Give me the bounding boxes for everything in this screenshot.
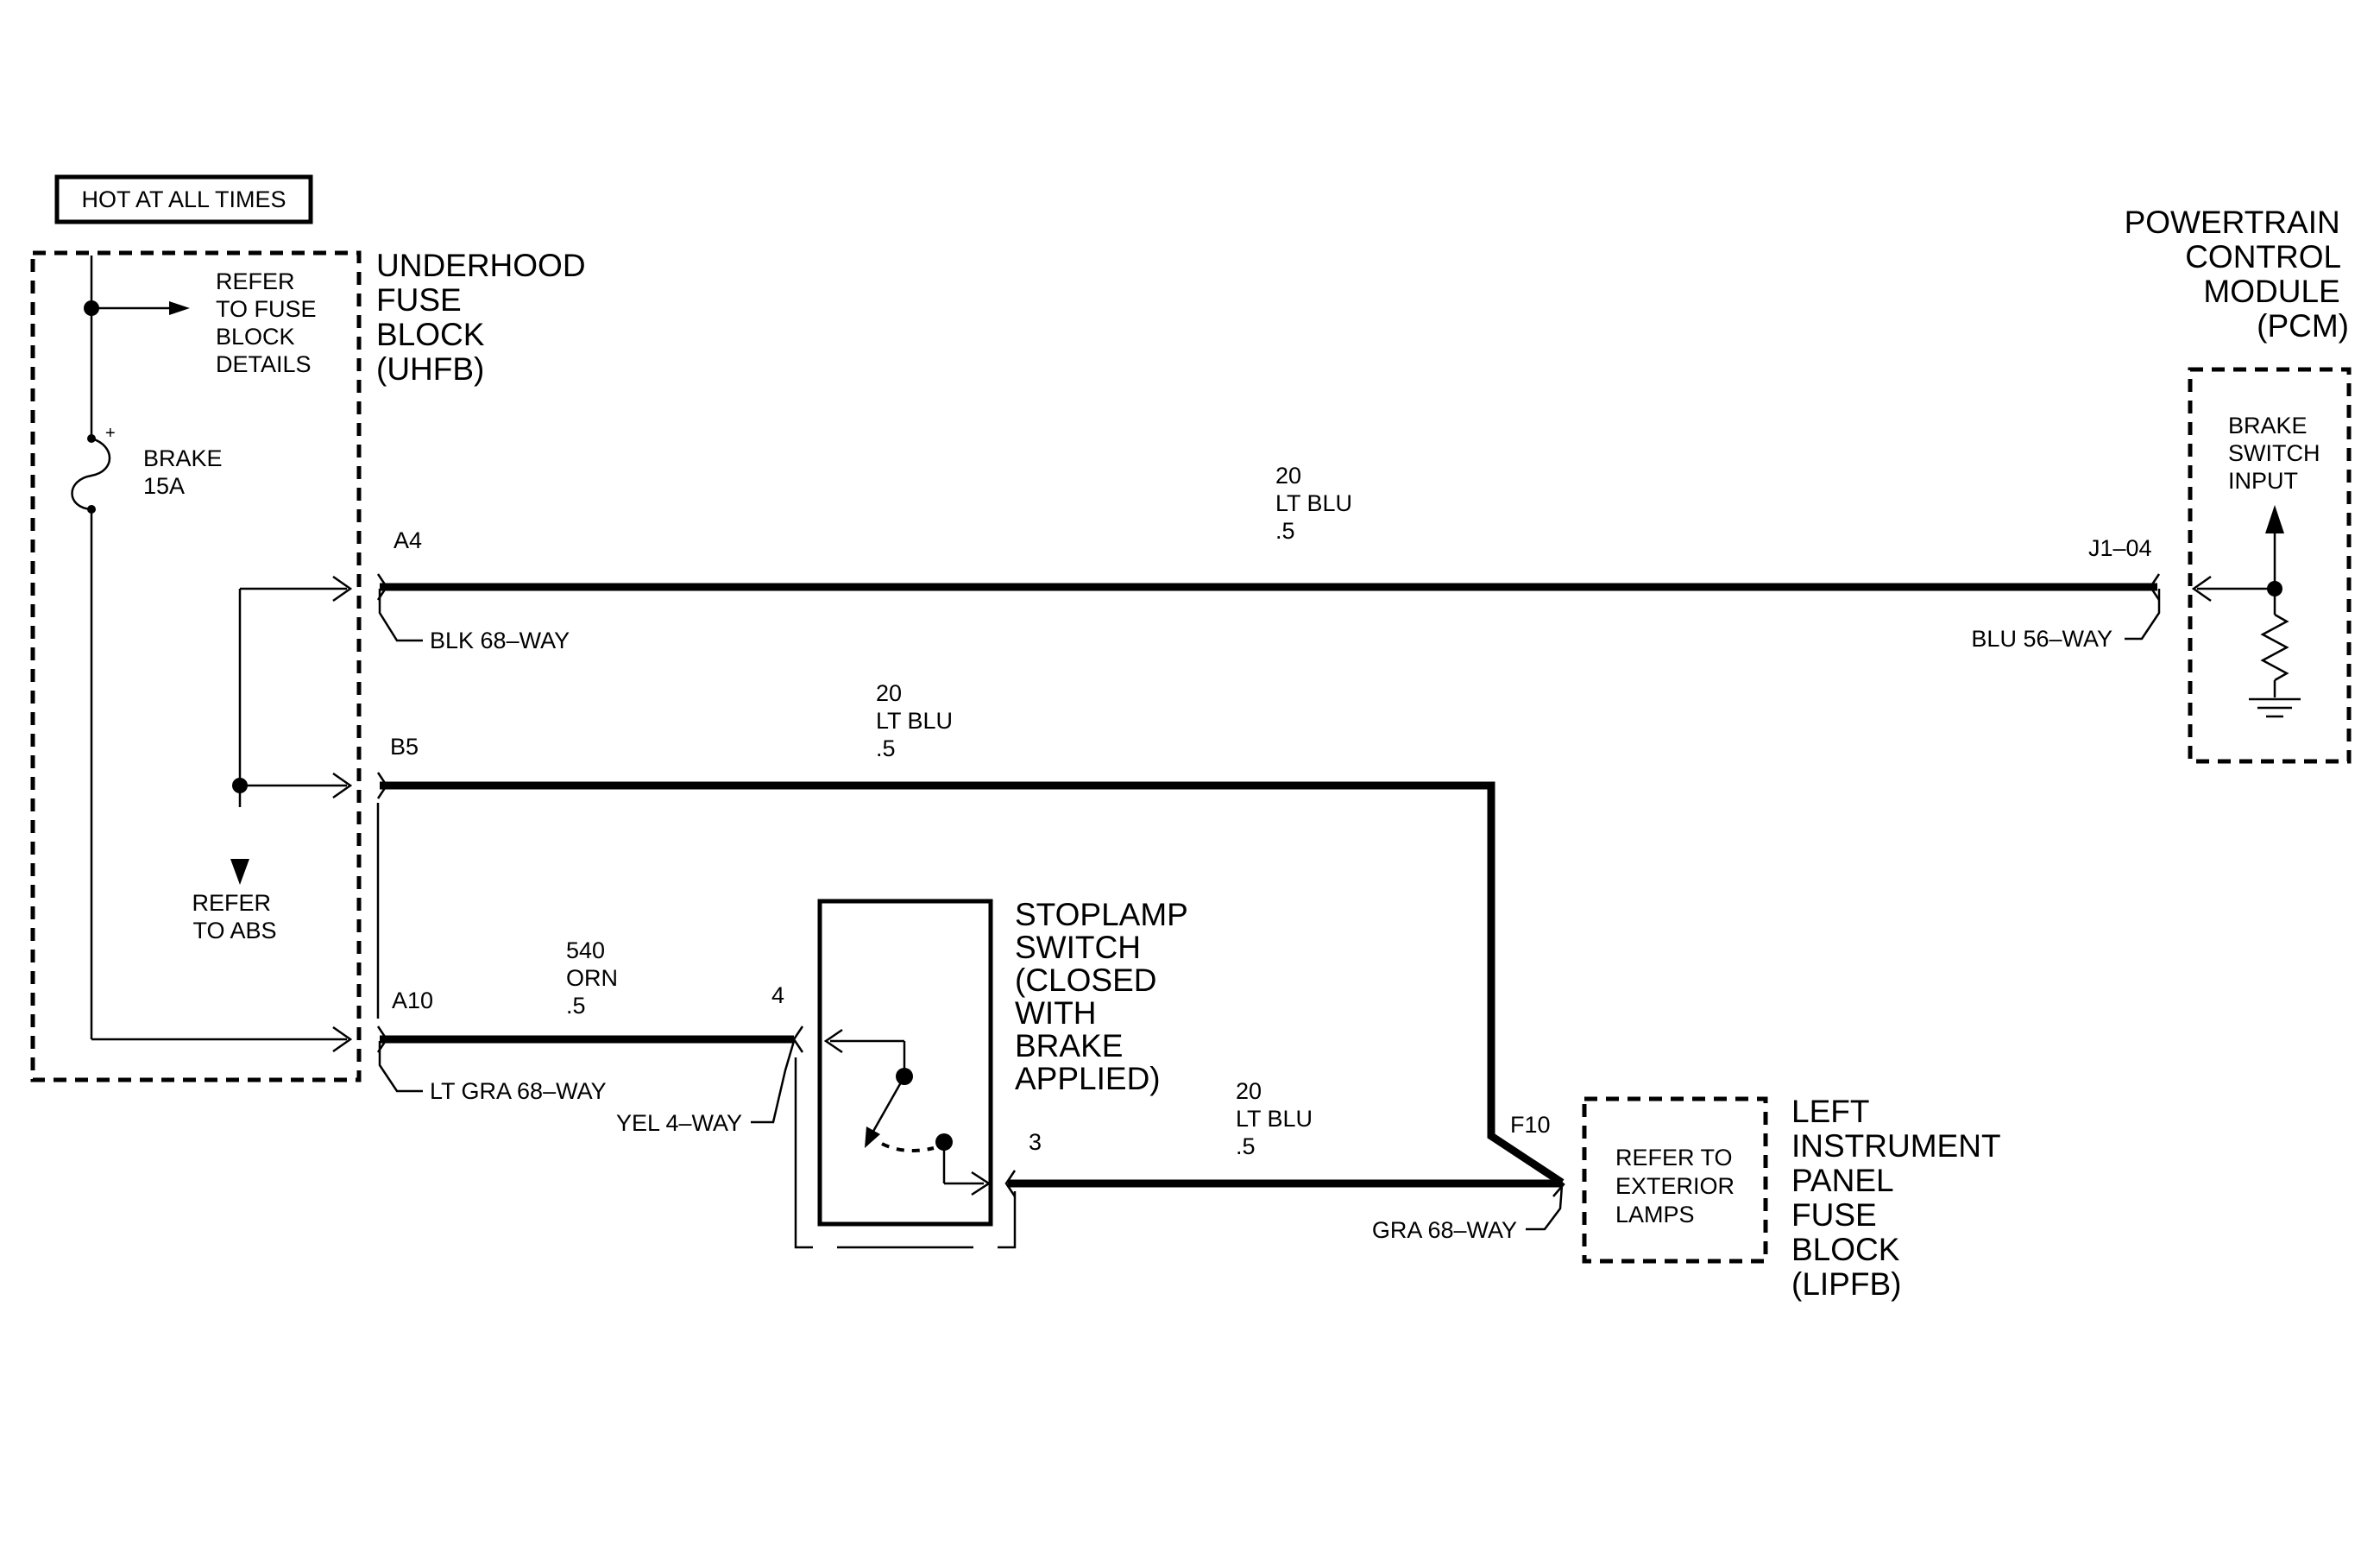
connector-blk-68-way: BLK 68–WAY [430,628,570,653]
brake-switch-input-label: BRAKE SWITCH INPUT [2228,413,2326,494]
left-instrument-panel-fuse-block: F10 GRA 68–WAY REFER TO EXTERIOR LAMPS L… [1372,1094,2009,1302]
arrow-right-icon [169,301,190,315]
arrow-down-icon [230,859,249,885]
pin-j1-04: J1–04 [2088,535,2152,561]
wire-a10-label: 540 ORN .5 [566,937,625,1019]
refer-to-abs: REFER TO ABS [192,890,277,943]
pin-a4: A4 [394,527,422,553]
stoplamp-switch-box [817,899,993,1227]
circuit-a10: A10 LT GRA 68–WAY 540 ORN .5 [376,937,804,1104]
pin-4: 4 [771,982,784,1008]
circuit-a4: A4 BLK 68–WAY 20 LT BLU .5 [376,463,2161,653]
stoplamp-switch: 4 YEL 4–WAY STOPLAMP SWITCH (CLOSED WITH… [616,897,1562,1249]
wire-a4-label: 20 LT BLU .5 [1275,463,1359,544]
pcm-title: POWERTRAIN CONTROL MODULE (PCM) [2125,205,2349,344]
fuse-plus: + [105,424,116,443]
resistor-icon [2260,613,2289,682]
connector-lt-gra-68-way: LT GRA 68–WAY [430,1078,607,1104]
uhfb-title: UNDERHOOD FUSE BLOCK (UHFB) [376,248,595,387]
hot-at-all-times-label: HOT AT ALL TIMES [54,174,313,224]
arrow-up-icon [2265,505,2284,533]
lipfb-refer-box [1582,1096,1768,1264]
underhood-fuse-block: UNDERHOOD FUSE BLOCK (UHFB) REFER TO FUS… [30,248,595,1082]
pin-f10: F10 [1510,1112,1551,1138]
uhfb-outline [30,250,362,1082]
wire-stoplamp-out-label: 20 LT BLU .5 [1236,1078,1319,1159]
powertrain-control-module: POWERTRAIN CONTROL MODULE (PCM) J1–04 BL… [1971,205,2352,764]
connector-blu-56-way: BLU 56–WAY [1971,626,2112,652]
refer-fuse-details: REFER TO FUSE BLOCK DETAILS [216,268,323,377]
lipfb-title: LEFT INSTRUMENT PANEL FUSE BLOCK (LIPFB) [1791,1094,2009,1302]
connector-gra-68-way: GRA 68–WAY [1372,1217,1517,1243]
pin-b5: B5 [390,734,419,760]
stoplamp-switch-title: STOPLAMP SWITCH (CLOSED WITH BRAKE APPLI… [1015,897,1196,1096]
connector-yel-4-way: YEL 4–WAY [616,1110,742,1136]
pin-3: 3 [1029,1129,1042,1155]
circuit-b5: B5 20 LT BLU .5 [376,680,1565,1186]
brake-fuse-label: BRAKE 15A [143,445,229,499]
pcm-outline [2188,367,2352,764]
brake-fuse-icon [71,434,111,514]
svg-text:HOT AT ALL TIMES: HOT AT ALL TIMES [81,186,286,212]
refer-exterior-lamps: REFER TO EXTERIOR LAMPS [1615,1145,1741,1227]
switch-contact-icon [865,1126,880,1148]
pin-a10: A10 [392,988,433,1013]
wire-b5-label: 20 LT BLU .5 [876,680,960,761]
ground-icon [2249,697,2301,718]
